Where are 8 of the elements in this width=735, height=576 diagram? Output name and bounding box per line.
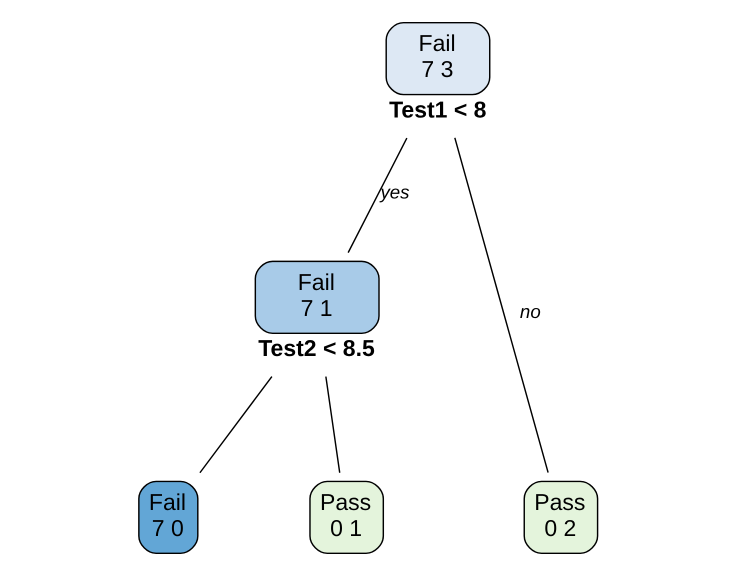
node-label: Test2 < 8.5 [258,335,375,362]
connector [348,138,408,253]
node-label: Test1 < 8 [389,96,486,122]
connector [454,138,549,473]
edge-label: no [520,301,541,322]
connector [199,376,272,474]
connector [325,376,340,473]
edge-label: yes [380,182,410,203]
